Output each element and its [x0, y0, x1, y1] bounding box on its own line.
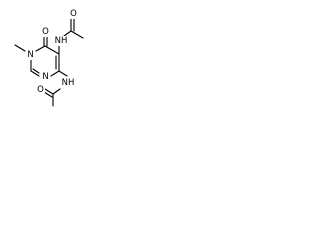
molecule-structure-diagram: N N O O O NH NH	[14, 9, 84, 107]
bond-c-o-lower-b	[43, 91, 53, 98]
bond-c-methyl-upper	[70, 30, 84, 39]
bond-nh-c-upper	[63, 30, 72, 37]
atom-nh-upper-label: NH	[55, 36, 68, 46]
bond-c-o-lower-a	[44, 88, 54, 95]
bond-c6-c5	[44, 45, 60, 55]
bond-n3-c2-inner	[32, 68, 40, 74]
atom-n1-label: N	[27, 50, 33, 60]
atom-o-lower-label: O	[37, 85, 44, 95]
atom-o-upper-label: O	[70, 9, 77, 19]
atom-nh-lower-label: NH	[62, 78, 75, 88]
atom-n3-label: N	[42, 72, 48, 82]
bond-n1-methyl	[14, 44, 26, 52]
bond-n1-c6	[35, 45, 46, 52]
atom-o6-label: O	[42, 27, 49, 37]
bond-c4-n3	[50, 70, 60, 77]
bond-nh-c-lower	[52, 88, 61, 95]
bond-c4-nh-lower	[58, 70, 68, 77]
bond-n3-c2	[30, 70, 40, 77]
pyrimidinone-ring	[30, 45, 60, 77]
